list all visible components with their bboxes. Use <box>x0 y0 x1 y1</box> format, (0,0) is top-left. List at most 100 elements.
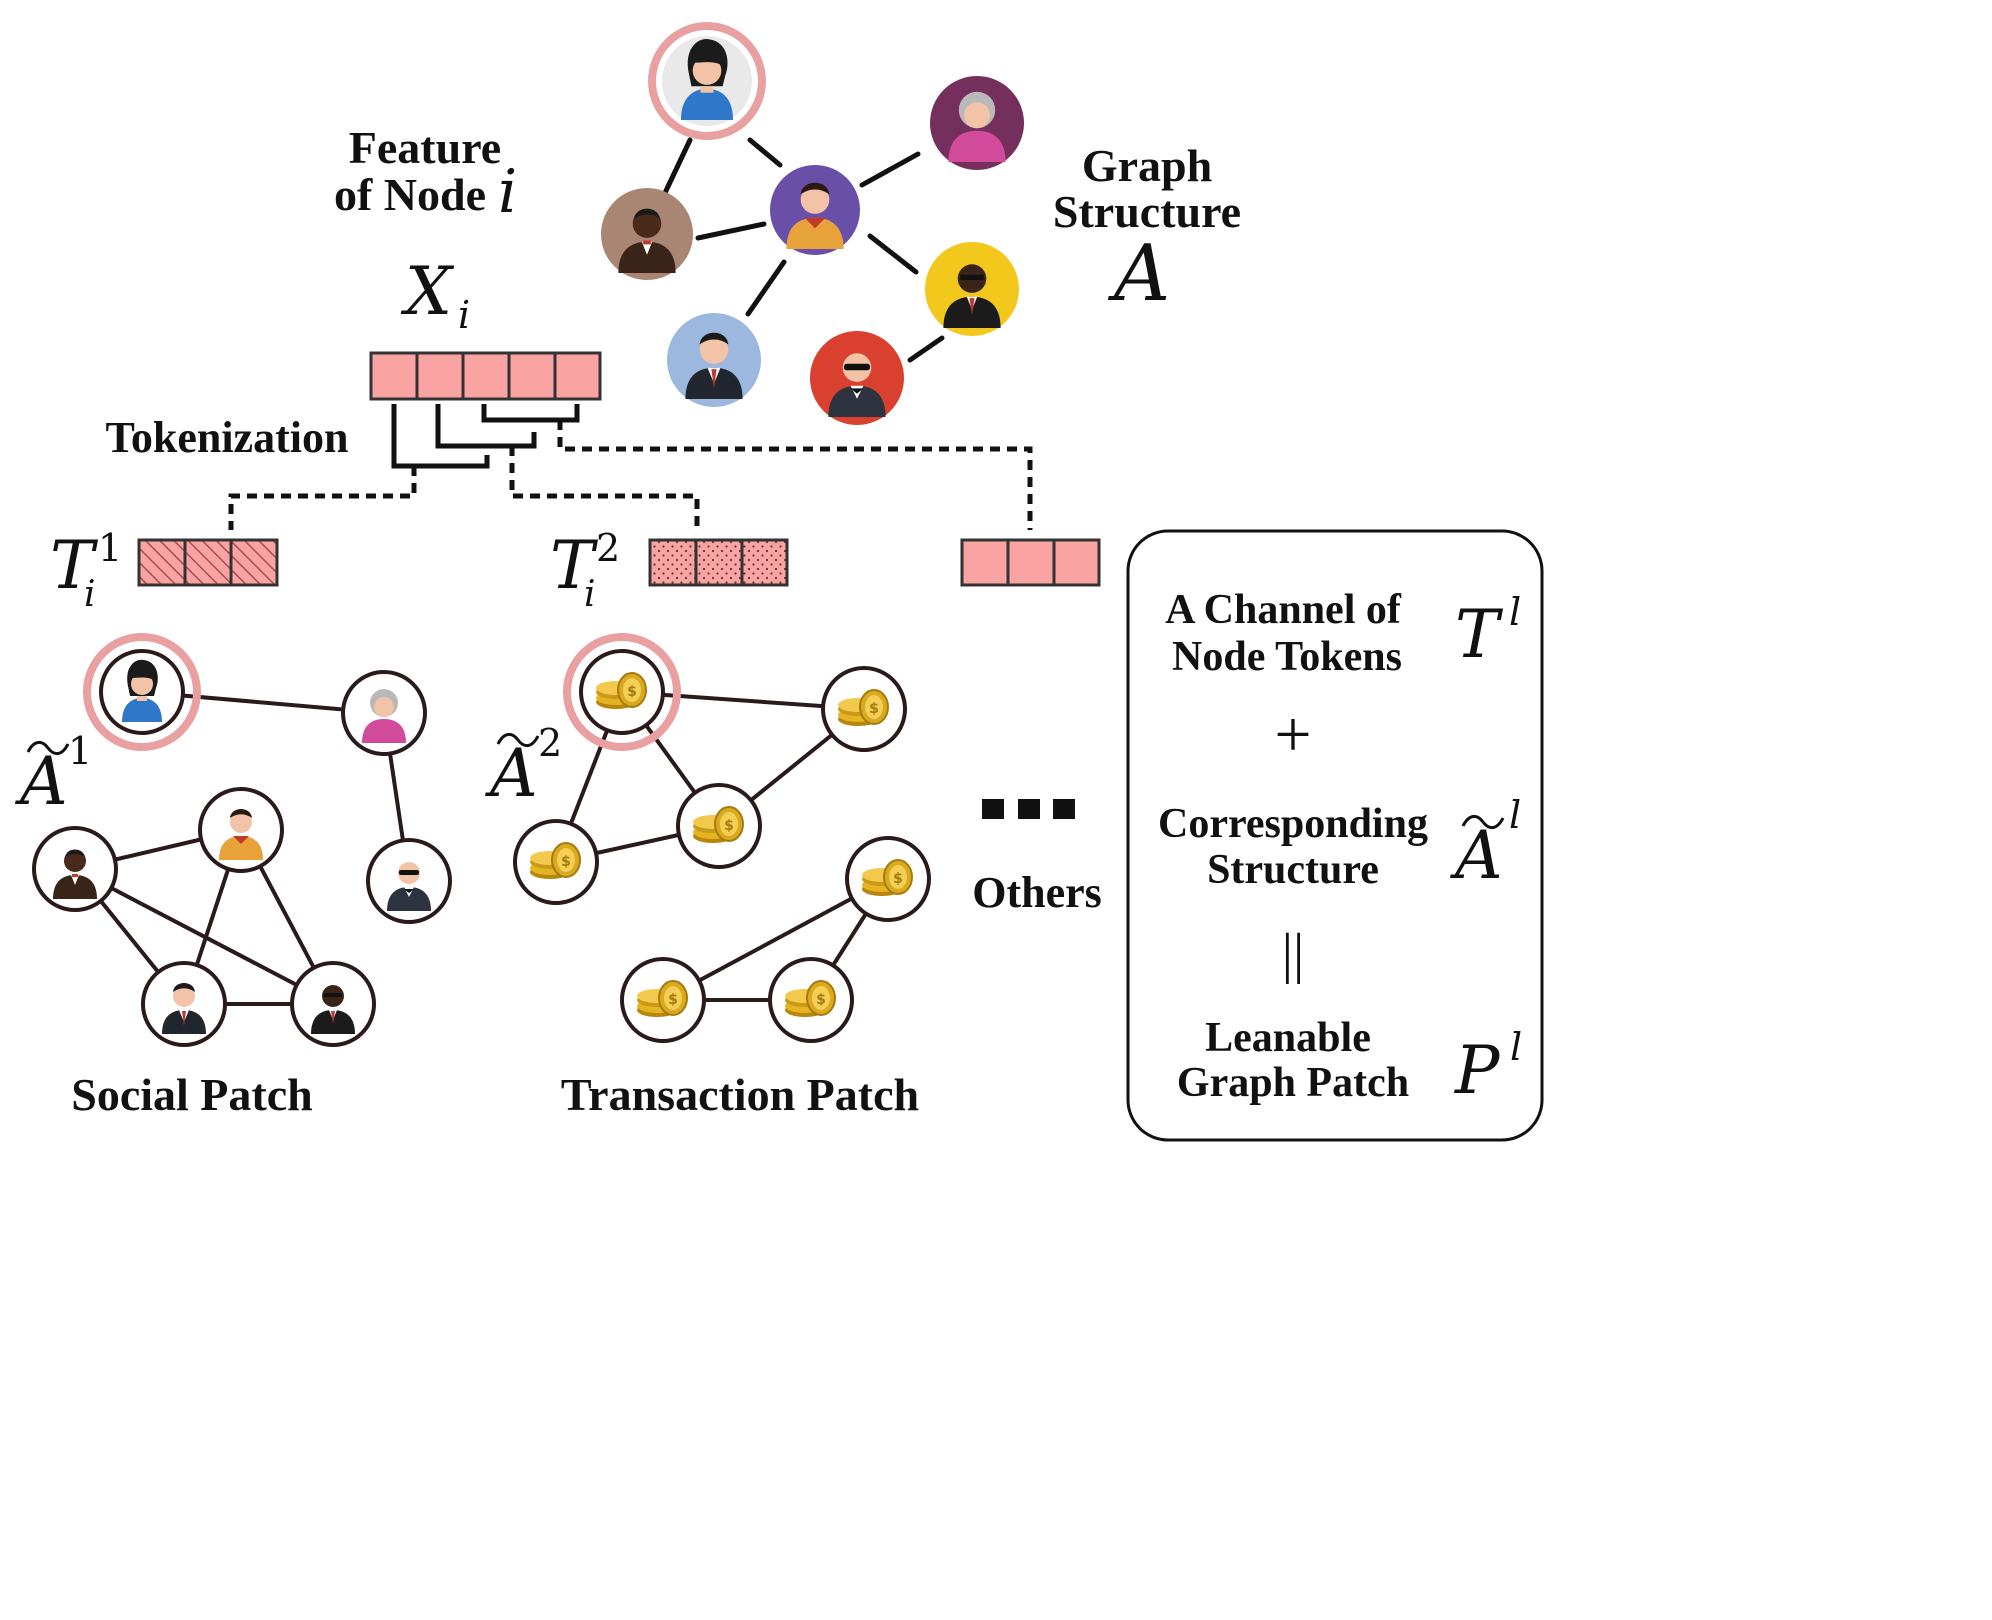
t2-subscript: i <box>584 574 596 615</box>
legend-patch-symbol: P <box>1454 1032 1501 1109</box>
glasses-man-avatar-icon <box>925 242 1019 336</box>
graph-edge <box>695 221 767 241</box>
purple-man-avatar-icon <box>770 165 860 255</box>
transaction-token <box>648 538 698 587</box>
tilde-mark <box>1461 815 1505 829</box>
a1-base: A <box>14 743 68 820</box>
highlight-ring <box>563 633 681 751</box>
social-edge <box>74 867 334 1006</box>
t1-superscript: 1 <box>98 526 122 570</box>
transaction-token <box>740 538 789 587</box>
a1-superscript: 1 <box>68 729 92 773</box>
feature-label-line2: of Node <box>334 169 486 220</box>
a1-symbol: A 1 <box>14 729 92 820</box>
social-token-channel <box>137 538 279 587</box>
feature-token <box>507 351 557 401</box>
dark-man-avatar-icon <box>32 826 118 912</box>
t1-base: T <box>50 527 99 604</box>
feature-token <box>553 351 602 401</box>
woman-avatar-icon <box>662 36 752 126</box>
coin-stack-icon <box>676 783 762 869</box>
transaction-token <box>694 538 744 587</box>
bald-man-avatar-icon <box>366 838 452 924</box>
legend-token-symbol: T <box>1455 596 1504 673</box>
link-to-others <box>557 420 1033 530</box>
legend-frame <box>1126 529 1544 1142</box>
legend-structure-line1: Corresponding <box>1158 801 1428 847</box>
feature-token <box>369 351 419 401</box>
legend-structure-line2: Structure <box>1207 847 1379 893</box>
graph-edge <box>867 233 919 275</box>
legend-structure-superscript: l <box>1509 793 1521 837</box>
social-token <box>137 538 187 587</box>
tokenization-brackets <box>391 404 580 469</box>
ellipsis-square <box>1053 799 1075 819</box>
link-to-t1 <box>228 466 417 530</box>
bracket-2 <box>435 404 537 449</box>
legend-plus: + <box>1274 698 1311 771</box>
graph-edge <box>747 137 783 168</box>
transaction-patch-label: Transaction Patch <box>561 1069 919 1120</box>
feature-token <box>461 351 511 401</box>
legend-patch-line2: Graph Patch <box>1177 1060 1409 1106</box>
bracket-1 <box>391 404 490 469</box>
ellipsis-square <box>982 799 1004 819</box>
social-patch-label: Social Patch <box>71 1069 312 1120</box>
businessman-avatar-icon <box>141 961 227 1047</box>
elderly-woman-avatar-icon <box>341 670 427 756</box>
coin-stack-icon <box>845 836 931 922</box>
a2-superscript: 2 <box>538 721 562 765</box>
legend-token-line2: Node Tokens <box>1172 634 1402 680</box>
feature-token-bar <box>369 351 602 401</box>
transaction-patch-graph <box>513 633 931 1043</box>
graph-edge <box>661 137 693 198</box>
legend-equals: || <box>1282 923 1304 985</box>
social-token <box>183 538 233 587</box>
feature-symbol-subscript: i <box>458 293 470 337</box>
purple-man-avatar-icon <box>198 787 284 873</box>
businessman-avatar-icon <box>667 313 761 407</box>
graph-label-line2: Structure <box>1053 186 1241 237</box>
legend-box: A Channel of Node Tokens T l + Correspon… <box>1126 529 1544 1142</box>
t2-base: T <box>550 527 599 604</box>
social-patch-graph <box>32 633 452 1047</box>
highlight-ring <box>83 633 201 751</box>
coin-stack-icon <box>821 666 907 752</box>
legend-token-line1: A Channel of <box>1165 587 1402 633</box>
coin-stack-icon <box>768 957 854 1043</box>
other-token-channel <box>960 538 1101 587</box>
coin-stack-icon <box>513 819 599 905</box>
tilde-mark <box>26 741 70 755</box>
ellipsis-square <box>1018 799 1040 819</box>
t2-superscript: 2 <box>596 526 620 570</box>
link-to-t2 <box>509 446 700 530</box>
tokenization-links <box>228 420 1033 530</box>
legend-structure-symbol: A <box>1449 817 1503 894</box>
a2-symbol: A 2 <box>484 721 562 812</box>
bracket-3 <box>481 404 580 423</box>
transaction-token-channel <box>648 538 789 587</box>
t2-symbol: T i 2 <box>550 526 620 615</box>
tokenization-label: Tokenization <box>106 413 349 462</box>
feature-symbol: X i <box>400 253 470 337</box>
coin-stack-icon <box>620 957 706 1043</box>
legend-token-superscript: l <box>1509 590 1521 634</box>
t1-subscript: i <box>84 574 96 615</box>
coin-stack-icon <box>579 649 665 735</box>
social-token <box>229 538 279 587</box>
graph-edge <box>745 259 787 317</box>
other-token <box>1006 538 1056 587</box>
graph-edge <box>907 335 945 363</box>
feature-symbol-base: X <box>400 253 455 330</box>
woman-avatar-icon <box>99 649 185 735</box>
graph-edge <box>859 151 921 188</box>
glasses-man-avatar-icon <box>290 961 376 1047</box>
graph-label-line1: Graph <box>1082 140 1212 191</box>
ellipsis-squares <box>982 799 1075 819</box>
graph-structure-symbol: A <box>1108 229 1170 319</box>
feature-token <box>415 351 465 401</box>
dark-man-avatar-icon <box>601 188 693 280</box>
t1-symbol: T i 1 <box>50 526 122 615</box>
a2-base: A <box>484 735 538 812</box>
